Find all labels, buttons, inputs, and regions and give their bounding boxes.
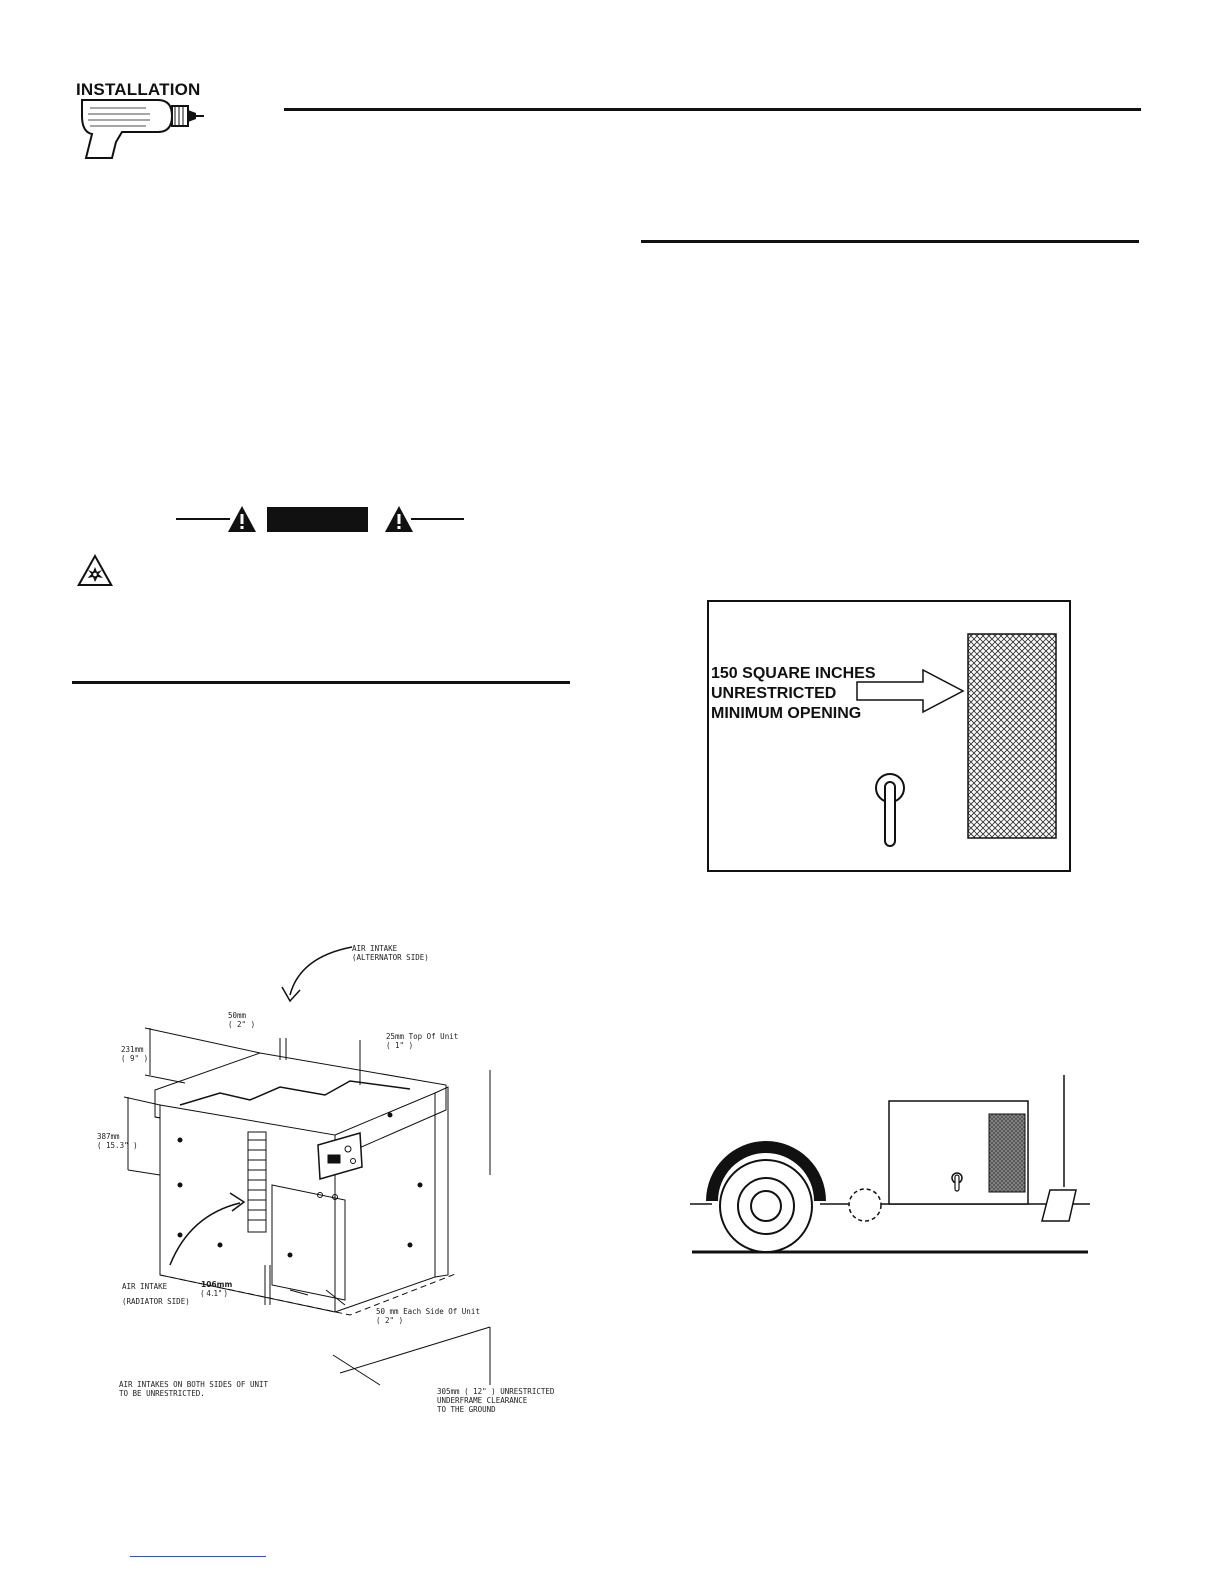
warning-signal-box [267,507,368,532]
label-dim-50mm-top: 50mm ( 2" ) [228,1011,256,1029]
label-dim-231mm: 231mm ( 9" ) [121,1045,149,1063]
footer-rule [130,1556,266,1557]
vent-figure-frame [707,600,1071,872]
clearance-diagram [123,946,491,1386]
label-dim-106mm: 106mm ( 4.1" ) [201,1280,233,1298]
right-column-rule [641,240,1139,243]
vent-callout: 150 SQUARE INCHES UNRESTRICTED MINIMUM O… [711,664,876,724]
warning-banner-left-line [176,518,230,520]
vent-grille [967,633,1057,839]
warning-banner-right-line [411,518,464,520]
vent-figure-drawing [856,633,1057,847]
label-note-intakes: AIR INTAKES ON BOTH SIDES OF UNIT TO BE … [119,1380,269,1398]
label-air-intake-radiator: AIR INTAKE (RADIATOR SIDE) [122,1282,190,1306]
explosion-hazard-icon [77,554,113,586]
label-dim-50mm-sides: 50 mm Each Side Of Unit ( 2" ) [376,1307,480,1325]
vent-callout-line: UNRESTRICTED [711,685,837,702]
vent-callout-line: MINIMUM OPENING [711,705,862,722]
label-dim-387mm: 387mm ( 15.3" ) [97,1132,138,1150]
left-column-rule [72,681,570,684]
drill-icon [81,99,204,159]
label-dim-25mm: 25mm Top Of Unit ( 1" ) [386,1032,459,1050]
door-latch [875,773,905,847]
callout-arrow [856,668,965,714]
warning-triangle-icon [385,506,413,532]
section-label: INSTALLATION [76,80,201,99]
vehicle-side-view [690,1075,1090,1254]
header-rule [284,108,1141,111]
label-dim-305mm: 305mm ( 12" ) UNRESTRICTED UNDERFRAME CL… [437,1387,555,1414]
vent-callout-line: 150 SQUARE INCHES [711,665,876,682]
warning-triangle-icon [228,506,256,532]
label-air-intake-alternator: AIR INTAKE (ALTERNATOR SIDE) [352,944,429,962]
